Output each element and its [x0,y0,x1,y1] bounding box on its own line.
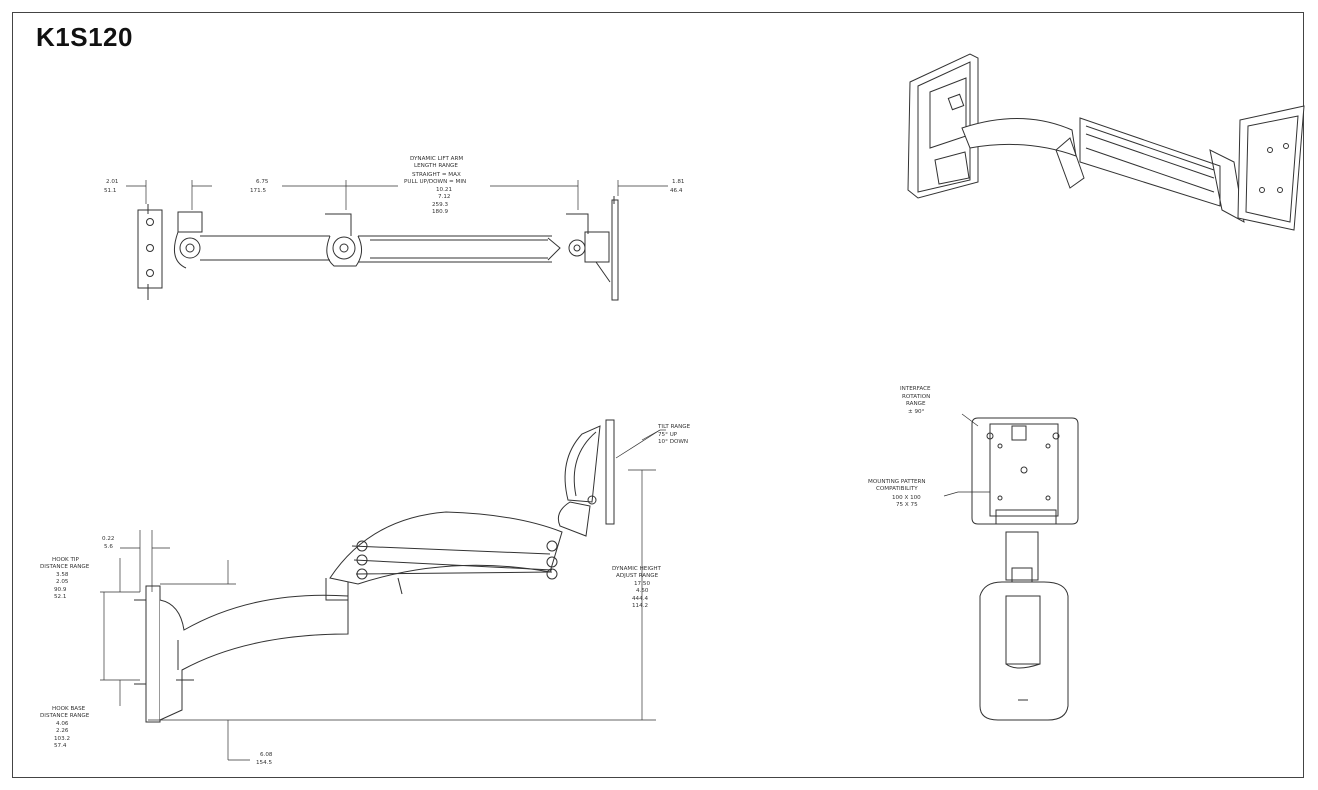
dim-right-in: 1.81 [672,179,685,185]
hook-tip-title: HOOK TIP [52,557,80,563]
rotation-range: RANGE [906,401,926,407]
dim-left-mm: 51.1 [104,188,117,194]
lift-arm-label-4: PULL UP/DOWN = MIN [404,179,466,185]
tilt-range-title: TILT RANGE [657,424,691,430]
lift-arm-label-3: STRAIGHT = MAX [412,172,461,178]
tilt-range-up: 75° UP [658,432,678,438]
drawing-border [12,12,1304,778]
dyn-height-max-mm: 444.4 [632,596,648,602]
dyn-height-title: DYNAMIC HEIGHT [612,566,662,572]
hook-tip-max-in: 3.58 [56,572,69,578]
dim-right-mm: 46.4 [670,188,683,194]
front-view-labels: INTERFACE ROTATION RANGE ± 90° MOUNTING … [868,386,931,508]
lift-arm-label-2: LENGTH RANGE [414,163,458,169]
dyn-height-max-in: 17.50 [634,581,650,587]
hook-base-max-mm: 103.2 [54,736,70,742]
hook-tip-max-mm: 90.9 [54,587,67,593]
dyn-height-min-in: 4.50 [636,588,649,594]
side-view-arm [134,419,615,723]
hook-tip-min-mm: 52.1 [54,594,67,600]
hook-base-min-mm: 57.4 [54,743,67,749]
top-view-arm [137,196,619,301]
lift-arm-min-mm: 180.9 [432,209,448,215]
hook-base-min-in: 2.26 [56,728,69,734]
mounting-100: 100 X 100 [892,495,921,501]
dim-arm-mm: 171.5 [250,188,266,194]
side-view-labels: TILT RANGE 75° UP 10° DOWN 0.22 5.6 HOOK… [40,424,691,766]
rotation-sub: ROTATION [902,394,930,400]
isometric-view-arm [907,53,1305,231]
tilt-range-down: 10° DOWN [658,439,688,445]
dyn-height-min-mm: 114.2 [632,603,648,609]
model-title: K1S120 [36,22,133,52]
hook-tip-min-in: 2.05 [56,579,69,585]
dyn-height-sub: ADJUST RANGE [616,573,659,579]
dim-arm-in: 6.75 [256,179,269,185]
top-view-dimensions [126,180,668,210]
mounting-title: MOUNTING PATTERN [868,479,926,485]
hook-base-max-in: 4.06 [56,721,69,727]
lift-arm-max-mm: 259.3 [432,202,448,208]
lift-arm-min-in: 7.12 [438,194,450,200]
dim-left-in: 2.01 [106,179,119,185]
dim-022-mm: 5.6 [104,544,113,550]
front-view-arm [943,413,1079,721]
mounting-sub: COMPATIBILITY [876,486,918,492]
hook-base-sub: DISTANCE RANGE [40,713,90,719]
dim-022-in: 0.22 [102,536,114,542]
dim-bottom-in: 6.08 [260,752,273,758]
rotation-value: ± 90° [908,409,925,415]
rotation-title: INTERFACE [900,386,931,392]
top-view-labels: 2.01 51.1 6.75 171.5 1.81 46.4 DYNAMIC L… [104,156,685,215]
mounting-75: 75 X 75 [896,502,918,508]
lift-arm-label-1: DYNAMIC LIFT ARM [410,156,463,162]
hook-tip-sub: DISTANCE RANGE [40,564,90,570]
lift-arm-max-in: 10.21 [436,187,452,193]
dim-bottom-mm: 154.5 [256,760,272,766]
hook-base-title: HOOK BASE [52,706,86,712]
side-view-dimensions [100,429,666,761]
